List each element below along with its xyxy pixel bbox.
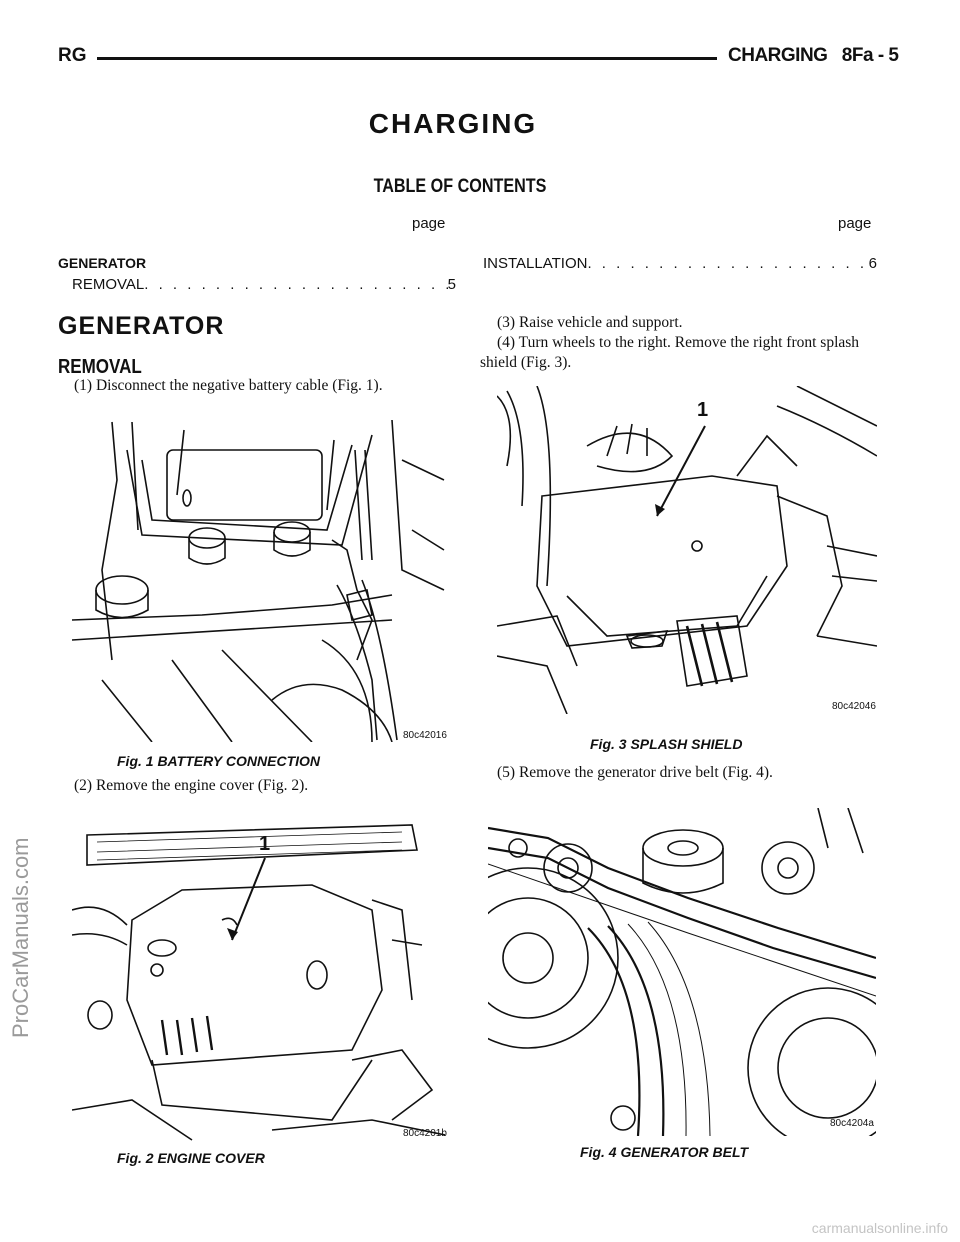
figure-generator-belt	[488, 808, 876, 1136]
toc-heading: TABLE OF CONTENTS	[373, 176, 547, 197]
toc-page-label-right: page	[838, 215, 872, 232]
generator-belt-illustration	[488, 808, 876, 1136]
toc-entry-label: REMOVAL	[72, 276, 145, 293]
figure-caption: Fig. 2 ENGINE COVER	[117, 1150, 265, 1166]
step-4: (4) Turn wheels to the right. Remove the…	[480, 334, 860, 371]
header-left-code: RG	[58, 45, 87, 66]
header-page-number: 8Fa - 5	[841, 45, 899, 66]
figure-battery-connection	[72, 420, 445, 742]
subsection-title: REMOVAL	[58, 356, 142, 378]
toc-leader-dots: . . . . . . . . . . . . . . . . . . . . …	[144, 276, 447, 293]
figure-caption: Fig. 1 BATTERY CONNECTION	[117, 753, 321, 769]
toc-entry-page: 6	[868, 255, 877, 272]
step-3: (3) Raise vehicle and support.	[497, 314, 683, 331]
toc-entry-page: 5	[447, 276, 456, 293]
figure-callout-number: 1	[259, 833, 270, 855]
figure-callout-number: 1	[697, 399, 708, 421]
side-watermark: ProCarManuals.com	[8, 837, 33, 1038]
battery-illustration	[72, 420, 445, 742]
step-5: (5) Remove the generator drive belt (Fig…	[497, 764, 773, 781]
figure-caption: Fig. 3 SPLASH SHIELD	[590, 736, 743, 752]
figure-code: 80c42046	[832, 701, 876, 712]
header-section-page: CHARGING 8Fa - 5	[728, 45, 899, 67]
figure-caption: Fig. 4 GENERATOR BELT	[580, 1144, 749, 1160]
section-title: GENERATOR	[58, 312, 225, 340]
figure-code: 80c4201b	[403, 1128, 447, 1139]
toc-entry-label: INSTALLATION	[483, 255, 588, 272]
step-1: (1) Disconnect the negative battery cabl…	[74, 377, 383, 394]
toc-entry-removal[interactable]: REMOVAL . . . . . . . . . . . . . . . . …	[72, 276, 456, 293]
footer-watermark: carmanualsonline.info	[811, 1220, 948, 1236]
toc-entry-installation[interactable]: INSTALLATION . . . . . . . . . . . . . .…	[483, 255, 877, 272]
splash-shield-illustration: 1	[497, 386, 877, 714]
figure-code: 80c4204a	[830, 1118, 874, 1129]
engine-cover-illustration: 1	[72, 824, 445, 1141]
document-title: CHARGING	[368, 108, 538, 139]
step-2: (2) Remove the engine cover (Fig. 2).	[74, 777, 309, 794]
toc-leader-dots: . . . . . . . . . . . . . . . . . . . . …	[587, 255, 868, 272]
toc-page-label-left: page	[412, 215, 446, 232]
figure-code: 80c42016	[403, 730, 447, 741]
figure-splash-shield: 1	[497, 386, 877, 714]
toc-group-generator: GENERATOR	[58, 255, 147, 271]
header-section: CHARGING	[728, 45, 828, 66]
figure-engine-cover: 1	[72, 820, 445, 1145]
header-rule	[97, 57, 717, 60]
